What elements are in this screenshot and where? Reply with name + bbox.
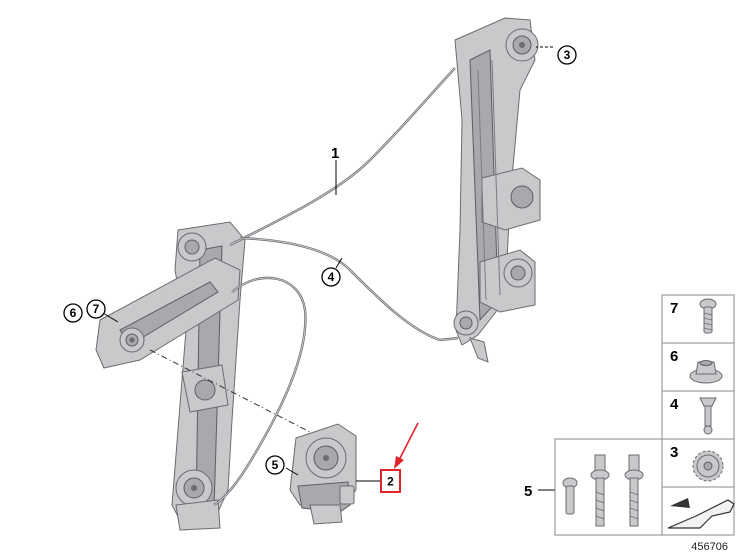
callout-2-highlight: 2 bbox=[380, 469, 401, 493]
leader-lines bbox=[102, 46, 555, 491]
parts-label-5: 5 bbox=[524, 483, 532, 500]
right-guide-rail bbox=[453, 17, 541, 363]
parts-box-4: 4 bbox=[661, 390, 735, 440]
callout-5: 5 bbox=[272, 458, 279, 472]
regulator-cables bbox=[213, 67, 459, 507]
parts-box-3: 3 bbox=[661, 438, 735, 488]
parts-label-6: 6 bbox=[670, 348, 678, 365]
callout-4-bubble: 4 bbox=[321, 267, 341, 287]
callout-6-bubble: 6 bbox=[63, 303, 83, 323]
highlight-arrow bbox=[394, 422, 419, 469]
callout-5-bubble: 5 bbox=[265, 455, 285, 475]
parts-box-arrow bbox=[661, 486, 735, 536]
callout-2: 2 bbox=[387, 475, 394, 489]
parts-label-4: 4 bbox=[670, 396, 679, 413]
callout-6: 6 bbox=[70, 306, 77, 320]
callout-1: 1 bbox=[331, 145, 339, 162]
callout-7: 7 bbox=[93, 302, 100, 316]
callout-3: 3 bbox=[564, 48, 571, 62]
assembly-line bbox=[149, 349, 311, 433]
parts-box-5 bbox=[554, 438, 663, 536]
diagram-number: 456706 bbox=[691, 541, 728, 553]
callout-4: 4 bbox=[328, 270, 335, 284]
callout-7-bubble: 7 bbox=[86, 299, 106, 319]
callout-3-bubble: 3 bbox=[557, 45, 577, 65]
parts-box-7: 7 bbox=[661, 294, 735, 344]
parts-box-6: 6 bbox=[661, 342, 735, 392]
window-motor bbox=[289, 423, 357, 525]
parts-label-3: 3 bbox=[670, 444, 678, 461]
parts-label-7: 7 bbox=[670, 300, 678, 317]
carrier-plate bbox=[95, 257, 241, 369]
parts-panel: 7 6 4 3 bbox=[524, 294, 735, 536]
arrow-symbol-icon bbox=[667, 499, 735, 529]
